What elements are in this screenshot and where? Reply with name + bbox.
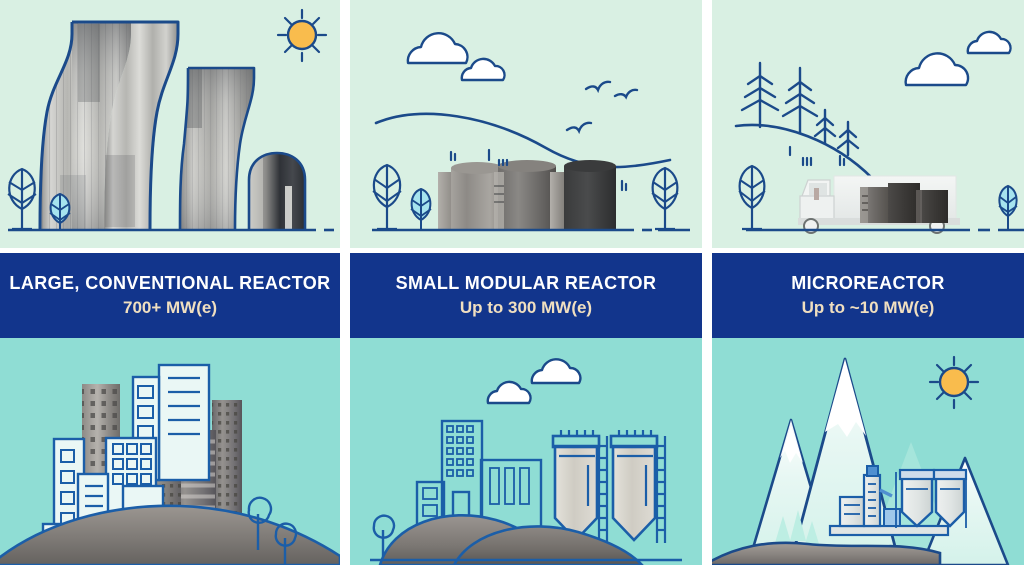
- panel-subtitle-microreactor: Up to ~10 MW(e): [801, 297, 935, 317]
- rolling-hills: [378, 514, 644, 565]
- scene-remote-mountain-site: [712, 338, 1024, 565]
- scene-large-city-skyline: [0, 338, 340, 565]
- building-window-lines: [85, 376, 200, 508]
- reactor-containment-dome: [247, 151, 307, 229]
- small-industrial-plant: [828, 465, 968, 537]
- cloud-large: [904, 52, 970, 87]
- cloud-small-upper: [966, 30, 1012, 55]
- vent-marks: [449, 148, 628, 192]
- panel-microreactor: MICROREACTOR Up to ~10 MW(e): [712, 0, 1024, 565]
- cylinder-containment-modules: [438, 160, 616, 230]
- label-band-large-reactor: LARGE, CONVENTIONAL REACTOR 700+ MW(e): [0, 253, 340, 338]
- panel-title-small-modular-reactor: SMALL MODULAR REACTOR: [395, 272, 657, 293]
- panel-title-microreactor: MICROREACTOR: [791, 272, 945, 293]
- panel-title-large-reactor: LARGE, CONVENTIONAL REACTOR: [9, 272, 331, 293]
- label-band-small-modular-reactor: SMALL MODULAR REACTOR Up to 300 MW(e): [350, 253, 702, 338]
- silo-ladder-left: [597, 436, 609, 543]
- flatbed-truck: [798, 175, 960, 234]
- rocky-foreground: [712, 541, 942, 565]
- pine-tree-small-b: [836, 120, 860, 157]
- sun-icon: [276, 8, 328, 63]
- small-leaf-tree: [49, 192, 71, 229]
- scene-truck-transport: [712, 0, 1024, 248]
- panel-large-conventional-reactor: LARGE, CONVENTIONAL REACTOR 700+ MW(e): [0, 0, 340, 565]
- hillside-line: [734, 123, 874, 180]
- pine-tree-mid: [781, 66, 819, 135]
- apartment-window-grid: [422, 425, 530, 517]
- hill-arc-line: [374, 112, 672, 169]
- industrial-silo-left: [551, 430, 609, 543]
- pine-tree-tall: [740, 61, 780, 129]
- bird-flock: [565, 80, 639, 135]
- cloud-small: [460, 57, 506, 82]
- city-hill: [0, 504, 340, 565]
- panel-subtitle-small-modular-reactor: Up to 300 MW(e): [459, 297, 593, 317]
- cloud-upper: [530, 358, 582, 385]
- sun-icon: [928, 355, 980, 410]
- panel-small-modular-reactor: SMALL MODULAR REACTOR Up to 300 MW(e): [350, 0, 702, 565]
- panel-subtitle-large-reactor: 700+ MW(e): [123, 297, 217, 317]
- round-trees: [247, 496, 298, 565]
- label-band-microreactor: MICROREACTOR Up to ~10 MW(e): [712, 253, 1024, 338]
- hillside-marks: [788, 145, 846, 167]
- scene-modular-containment-cylinders: [350, 0, 702, 248]
- cloud-lower: [486, 380, 532, 405]
- large-cooling-tower: [38, 20, 180, 230]
- leaf-tree-right-small: [998, 184, 1018, 229]
- industrial-silo-right: [609, 430, 667, 543]
- scene-small-town: [350, 338, 702, 565]
- leaf-tree-small: [410, 187, 432, 229]
- pine-trees-on-hill: [740, 61, 860, 157]
- reactor-module-cargo: [860, 183, 948, 223]
- scene-two-cooling-towers: [0, 0, 340, 248]
- pine-tree-cluster: [775, 510, 819, 544]
- silo-ladder-right: [655, 436, 667, 543]
- cloud-large: [406, 32, 469, 65]
- pine-tree-small-a: [813, 108, 837, 145]
